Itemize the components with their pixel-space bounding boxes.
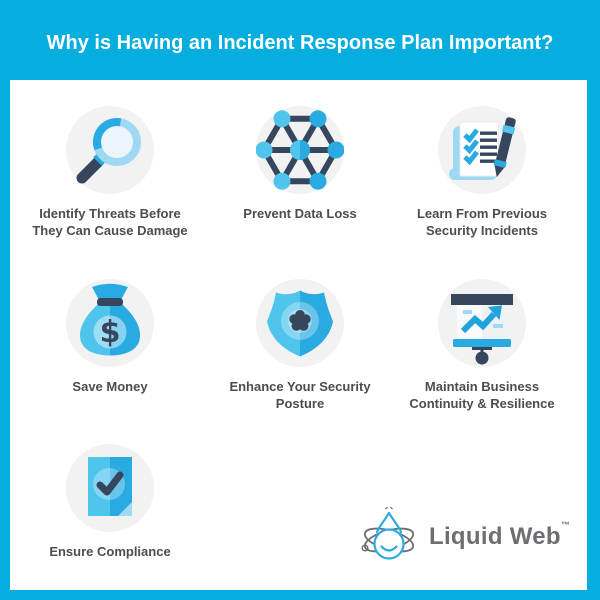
item-label: Learn From Previous Security Incidents <box>416 206 548 238</box>
item-identify-threats: Identify Threats Before They Can Cause D… <box>15 106 205 239</box>
icon-circle <box>438 106 526 194</box>
item-label: Save Money <box>72 379 148 394</box>
checklist-pencil-icon <box>449 117 516 180</box>
liquid-web-droplet-icon <box>361 506 415 560</box>
dollar-sign: $ <box>100 315 121 350</box>
item-label: Identify Threats Before They Can Cause D… <box>32 206 188 238</box>
magnifier-icon <box>76 118 141 184</box>
security-badge-icon <box>267 290 333 357</box>
network-icon <box>256 110 344 190</box>
header-banner: Why is Having an Incident Response Plan … <box>0 0 600 80</box>
document-check-icon <box>88 457 132 516</box>
money-bag-icon: $ <box>80 283 140 356</box>
logo-wordmark: Liquid Web™ <box>429 520 571 551</box>
icon-circle <box>438 279 526 367</box>
icon-circle <box>66 106 154 194</box>
logo-brand-text: Liquid Web <box>429 523 561 550</box>
item-label: Maintain Business Continuity & Resilienc… <box>409 379 555 411</box>
item-prevent-data-loss: Prevent Data Loss <box>205 106 395 223</box>
icon-circle: $ <box>66 279 154 367</box>
icon-circle <box>256 106 344 194</box>
item-save-money: $ Save Money <box>15 279 205 396</box>
item-business-continuity: Maintain Business Continuity & Resilienc… <box>387 279 577 412</box>
icon-circle <box>66 444 154 532</box>
content-panel: Identify Threats Before They Can Cause D… <box>10 80 587 590</box>
item-label: Enhance Your Security Posture <box>229 379 371 411</box>
star-flower-emblem <box>289 310 311 331</box>
item-label: Prevent Data Loss <box>243 206 357 221</box>
presentation-chart-icon <box>451 294 513 365</box>
trademark-symbol: ™ <box>560 520 571 530</box>
page-title: Why is Having an Incident Response Plan … <box>46 31 554 54</box>
item-security-posture: Enhance Your Security Posture <box>205 279 395 412</box>
item-learn-from-incidents: Learn From Previous Security Incidents <box>387 106 577 239</box>
liquid-web-logo: Liquid Web™ <box>356 506 570 568</box>
icon-circle <box>256 279 344 367</box>
item-label: Ensure Compliance <box>49 544 171 559</box>
item-ensure-compliance: Ensure Compliance <box>15 444 205 561</box>
